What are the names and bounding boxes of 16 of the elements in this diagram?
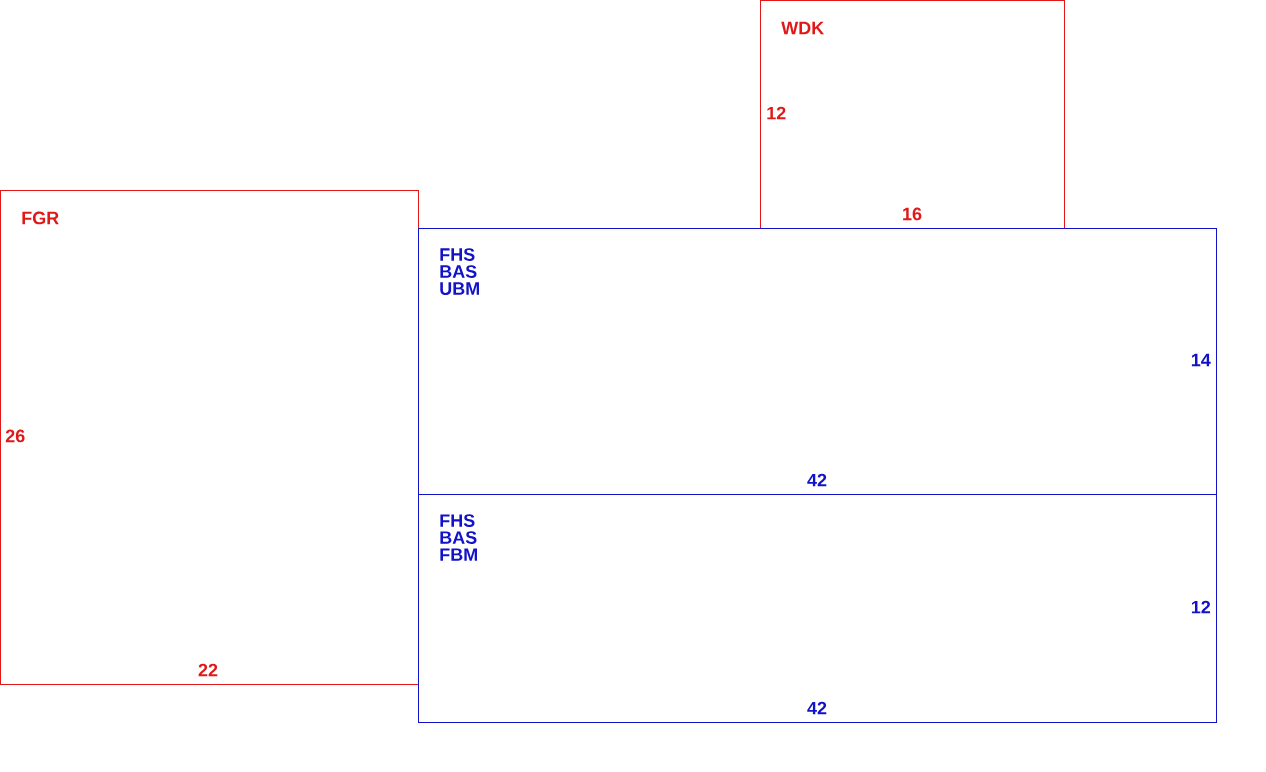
box-label: FGR	[22, 211, 59, 225]
dimension-label: 16	[903, 207, 922, 221]
dimension-label: 12	[1191, 600, 1211, 614]
box-label: FHS BAS FBM	[440, 514, 477, 561]
area-box	[418, 494, 1217, 723]
box-label: WDK	[781, 21, 825, 35]
area-box	[418, 228, 1217, 495]
dimension-label: 42	[807, 473, 827, 487]
box-label: FHS BAS UBM	[440, 248, 479, 295]
area-box	[760, 0, 1065, 229]
dimension-label: 26	[5, 429, 25, 443]
dimension-label: 12	[767, 106, 786, 120]
dimension-label: 14	[1191, 353, 1211, 367]
dimension-label: 42	[807, 701, 827, 715]
area-box	[0, 190, 419, 685]
dimension-label: 22	[198, 663, 218, 677]
